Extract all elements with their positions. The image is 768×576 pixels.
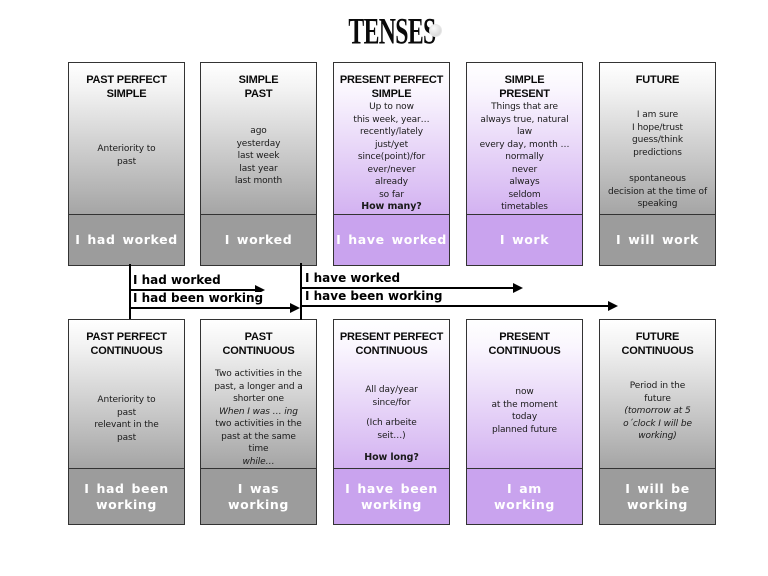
- example-sentence-bar: I work: [467, 214, 582, 265]
- example-sentence-bar: I will be working: [600, 468, 715, 524]
- example-sentence-bar: I was working: [201, 468, 316, 524]
- tense-box-past-perfect-continuous: PAST PERFECT CONTINUOUS Anteriority to pa…: [68, 319, 185, 525]
- tense-box-body: FUTURE CONTINUOUS Period in the future(to…: [600, 320, 715, 468]
- timeline-arrow-shaft: [300, 305, 610, 307]
- example-sentence-bar: I had worked: [69, 214, 184, 265]
- tense-box-present-continuous: PRESENT CONTINUOUS now at the moment toda…: [466, 319, 583, 525]
- tense-box-title: PAST PERFECT CONTINUOUS: [86, 331, 167, 357]
- page-title: TENSES: [348, 10, 436, 52]
- example-sentence-bar: I am working: [467, 468, 582, 524]
- timeline-drop-line: [300, 263, 302, 320]
- tense-box-note: When I was … ing: [219, 406, 298, 417]
- tense-box-body: PAST CONTINUOUS Two activities in the pas…: [201, 320, 316, 468]
- tense-box-note: ago yesterday last week last year last m…: [234, 126, 283, 186]
- timeline-arrow-label: I had been working: [133, 291, 266, 305]
- tense-box-note: Anteriority to past: [97, 144, 156, 167]
- timeline-arrow-label: I had worked: [133, 273, 223, 287]
- tense-box-body: PAST PERFECT CONTINUOUS Anteriority to pa…: [69, 320, 184, 468]
- tense-box-past-continuous: PAST CONTINUOUS Two activities in the pas…: [200, 319, 317, 525]
- tense-box-title: PAST CONTINUOUS: [222, 331, 295, 357]
- tense-box-note: Up to now this week, year… recently/late…: [353, 102, 430, 200]
- tense-box-title: FUTURE CONTINUOUS: [621, 331, 694, 357]
- arrowhead-icon: [255, 285, 265, 295]
- tense-box-note: How long?: [364, 452, 419, 463]
- example-sentence-bar: I worked: [201, 214, 316, 265]
- sphere-bullet-icon: [429, 24, 442, 37]
- tense-box-note: Two activities in the past, a longer and…: [214, 369, 303, 404]
- tense-box-title: PRESENT CONTINUOUS: [488, 331, 561, 357]
- tense-box-note: (tomorrow at 5 o´clock I will be working…: [623, 406, 692, 441]
- arrowhead-icon: [290, 303, 300, 313]
- tense-box-note: Anteriority to past relevant in the past: [94, 395, 159, 443]
- tense-box-note: (Ich arbeite seit…): [366, 418, 417, 441]
- arrowhead-icon: [513, 283, 523, 293]
- tense-box-note: I am sure I hope/trust guess/think predi…: [632, 110, 683, 158]
- example-sentence-bar: I had been working: [69, 468, 184, 524]
- arrowhead-icon: [608, 301, 618, 311]
- tense-box-past-perfect-simple: PAST PERFECT SIMPLE Anteriority to past I …: [68, 62, 185, 266]
- tense-box-body: PAST PERFECT SIMPLE Anteriority to past: [69, 63, 184, 214]
- timeline-drop-line: [129, 264, 131, 319]
- example-sentence-bar: I have worked: [334, 214, 449, 265]
- tense-box-future: FUTURE I am sure I hope/trust guess/think…: [599, 62, 716, 266]
- tense-box-body: PRESENT CONTINUOUS now at the moment toda…: [467, 320, 582, 468]
- tense-box-body: FUTURE I am sure I hope/trust guess/think…: [600, 63, 715, 214]
- tense-box-present-perfect-continuous: PRESENT PERFECT CONTINUOUS All day/year s…: [333, 319, 450, 525]
- tense-box-note: Period in the future: [629, 381, 686, 404]
- tense-box-simple-past: SIMPLE PAST ago yesterday last week last …: [200, 62, 317, 266]
- example-sentence-bar: I will work: [600, 214, 715, 265]
- tense-box-title: PAST PERFECT SIMPLE: [86, 74, 167, 100]
- tense-box-note: All day/year since/for: [365, 385, 418, 408]
- tense-box-note: while…: [242, 456, 275, 467]
- tense-box-title: SIMPLE PRESENT: [499, 74, 550, 100]
- tense-box-body: PRESENT PERFECT CONTINUOUS All day/year s…: [334, 320, 449, 468]
- tense-box-note: now at the moment today planned future: [491, 387, 558, 435]
- tense-box-note: spontaneous decision at the time of spea…: [607, 174, 708, 209]
- tense-box-note: Things that are always true, natural law…: [479, 102, 570, 212]
- timeline-arrow-shaft: [129, 307, 292, 309]
- tense-box-title: SIMPLE PAST: [238, 74, 279, 100]
- timeline-arrow-shaft: [129, 289, 257, 291]
- tense-box-title: PRESENT PERFECT CONTINUOUS: [339, 331, 444, 357]
- tense-box-body: SIMPLE PAST ago yesterday last week last …: [201, 63, 316, 214]
- tense-box-future-continuous: FUTURE CONTINUOUS Period in the future(to…: [599, 319, 716, 525]
- tense-box-title: PRESENT PERFECT SIMPLE: [339, 74, 444, 100]
- tense-box-note: How many?: [361, 201, 422, 212]
- example-sentence-bar: I have been working: [334, 468, 449, 524]
- timeline-arrow-label: I have been working: [305, 289, 445, 303]
- timeline-arrow-shaft: [300, 287, 515, 289]
- tense-box-note: two activities in the past at the same t…: [215, 419, 302, 454]
- timeline-arrow-label: I have worked: [305, 271, 403, 285]
- tense-box-title: FUTURE: [635, 74, 680, 86]
